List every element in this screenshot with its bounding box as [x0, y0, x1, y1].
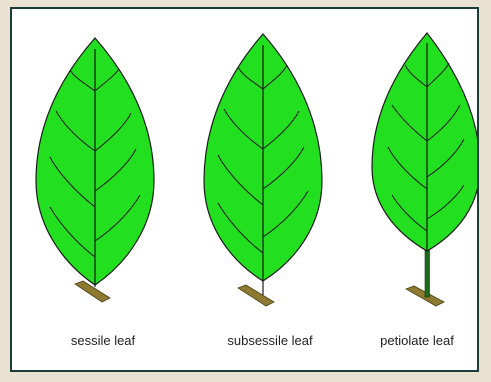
- subsessile-leaf-label: subsessile leaf: [227, 333, 312, 348]
- subsessile-leaf-stem-base: [238, 285, 274, 306]
- petiolate-leaf-petiole: [425, 249, 430, 297]
- sessile-leaf-figure: [36, 38, 154, 302]
- petiolate-leaf-blade: [372, 33, 477, 251]
- leaf-diagram: [12, 9, 477, 370]
- petiolate-leaf-label: petiolate leaf: [380, 333, 454, 348]
- sessile-leaf-label: sessile leaf: [71, 333, 135, 348]
- subsessile-leaf-figure: [204, 34, 322, 306]
- sessile-leaf-stem-base: [75, 281, 110, 302]
- diagram-frame: sessile leaf subsessile leaf petiolate l…: [10, 7, 479, 372]
- petiolate-leaf-figure: [372, 33, 477, 306]
